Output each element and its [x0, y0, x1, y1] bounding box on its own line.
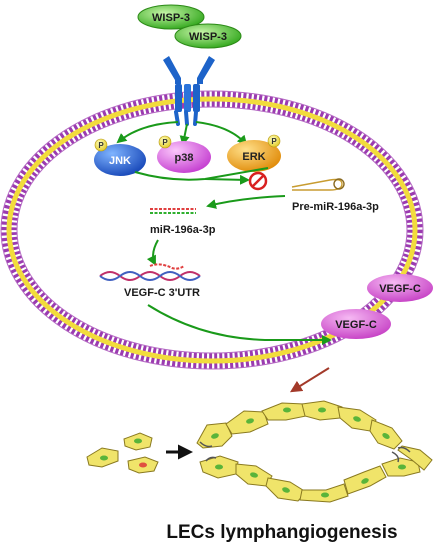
scattered-lec-cells: [86, 432, 159, 474]
svg-text:WISP-3: WISP-3: [189, 31, 227, 43]
outcome-title: LECs lymphangiogenesis: [166, 522, 397, 543]
svg-text:P: P: [271, 137, 277, 146]
inhibition-path: [134, 167, 269, 185]
p38-kinase: p38 P: [157, 135, 211, 173]
svg-text:VEGF-C: VEGF-C: [335, 319, 377, 331]
wisp3-ligand: WISP-3: [174, 23, 242, 49]
inhibit-icon: [248, 171, 268, 191]
mirna-label: miR-196a-3p: [150, 224, 216, 236]
lymphatic-vessel-tube: [196, 400, 433, 503]
svg-text:P: P: [98, 141, 104, 150]
sprout-tips: [199, 441, 411, 463]
receptor-icon: [163, 56, 215, 126]
pre-mirna-label: Pre-miR-196a-3p: [292, 201, 379, 213]
svg-text:P: P: [162, 138, 168, 147]
svg-text:p38: p38: [175, 152, 194, 164]
svg-text:ERK: ERK: [242, 151, 265, 163]
vegfc-utr-label: VEGF-C 3'UTR: [124, 287, 200, 299]
pre-mirna-hairpin-icon: [291, 178, 345, 191]
induction-arrow: [289, 367, 330, 393]
binding-arrow: [146, 239, 159, 266]
svg-text:VEGF-C: VEGF-C: [379, 283, 421, 295]
wisp3-ligand: WISP-3: [137, 4, 205, 30]
svg-text:WISP-3: WISP-3: [152, 12, 190, 24]
erk-kinase: ERK P: [227, 134, 281, 172]
bound-mirna-icon: [149, 263, 185, 270]
mirna-duplex-icon: [150, 208, 196, 214]
vegfc-protein: VEGF-C: [321, 309, 391, 339]
vegfc-utr-helix-icon: [99, 271, 201, 281]
svg-text:JNK: JNK: [109, 155, 131, 167]
jnk-kinase: JNK P: [94, 138, 146, 176]
secretion-arrow: [147, 304, 332, 345]
activation-arrows: [116, 121, 248, 146]
lec-nuclei: [211, 407, 406, 498]
vegfc-protein: VEGF-C: [367, 274, 433, 302]
processing-arrow: [206, 195, 286, 209]
cell-membrane: [0, 90, 424, 370]
